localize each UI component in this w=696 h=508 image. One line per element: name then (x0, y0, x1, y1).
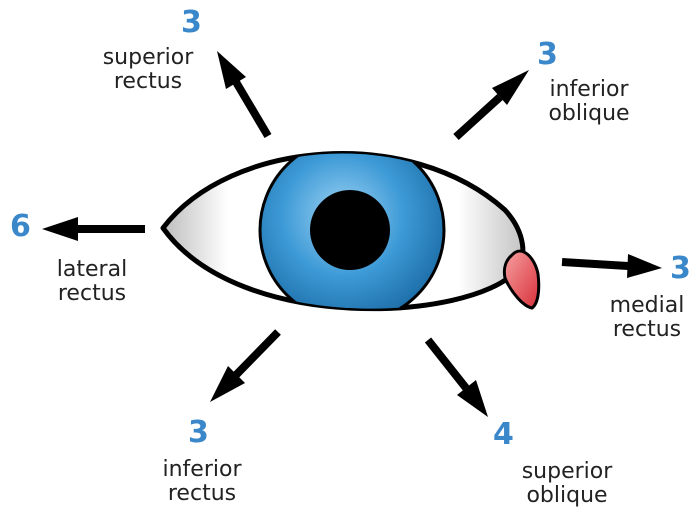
superior-rectus-nerve: 3 (181, 8, 202, 38)
medial-rectus-label-line2: rectus (567, 318, 696, 342)
medial-rectus-label: medial rectus (567, 294, 696, 342)
inferior-rectus-label: inferior rectus (122, 458, 282, 506)
superior-oblique-label: superior oblique (487, 460, 647, 508)
lateral-rectus-label: lateral rectus (12, 258, 172, 306)
inferior-oblique-label-line2: oblique (509, 102, 669, 126)
superior-oblique-label-line2: oblique (487, 484, 647, 508)
lateral-rectus-arrow (42, 217, 145, 241)
superior-oblique-nerve: 4 (493, 420, 514, 450)
medial-rectus-nerve: 3 (670, 254, 691, 284)
superior-oblique-label-line1: superior (487, 460, 647, 484)
superior-rectus-label-line1: superior (68, 46, 228, 70)
inferior-rectus-nerve: 3 (188, 418, 209, 448)
caruncle (504, 251, 538, 308)
lateral-rectus-nerve: 6 (10, 212, 31, 242)
medial-rectus-arrow (562, 254, 662, 278)
inferior-oblique-label-line1: inferior (509, 78, 669, 102)
lateral-rectus-label-line2: rectus (12, 282, 172, 306)
inferior-rectus-label-line2: rectus (122, 482, 282, 506)
inferior-rectus-arrow (210, 332, 278, 402)
lateral-rectus-label-line1: lateral (12, 258, 172, 282)
inferior-rectus-label-line1: inferior (122, 458, 282, 482)
inferior-oblique-label: inferior oblique (509, 78, 669, 126)
inferior-oblique-nerve: 3 (537, 40, 558, 70)
eye (163, 138, 539, 322)
superior-oblique-arrow (428, 340, 488, 417)
superior-rectus-label-line2: rectus (68, 70, 228, 94)
pupil (310, 190, 390, 270)
superior-rectus-label: superior rectus (68, 46, 228, 94)
medial-rectus-label-line1: medial (567, 294, 696, 318)
